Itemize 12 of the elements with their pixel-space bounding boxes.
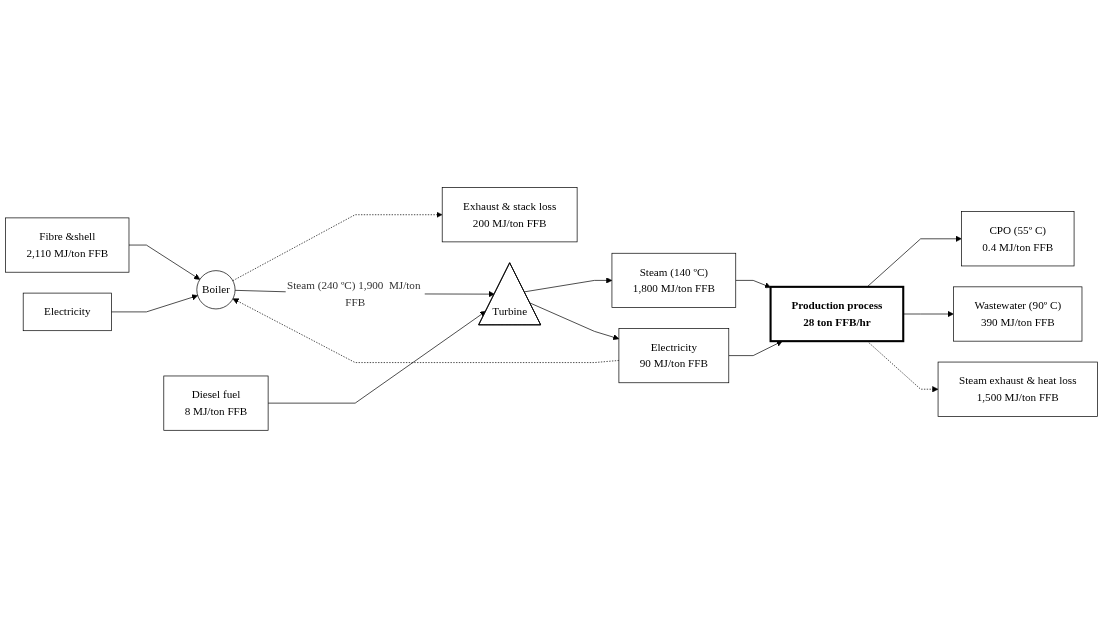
- node-box: Wastewater (90º C) 390 MJ/ton FFB: [953, 286, 1083, 342]
- node-box: Production process 28 ton FFB/hr: [769, 285, 905, 342]
- node-box: Electricity: [22, 292, 112, 331]
- node-box: Steam (140 ºC) 1,800 MJ/ton FFB: [611, 252, 737, 308]
- node-box: Diesel fuel 8 MJ/ton FFB: [163, 375, 269, 431]
- node-box: Exhaust & stack loss 200 MJ/ton FFB: [441, 186, 578, 242]
- node-box: Steam exhaust & heat loss 1,500 MJ/ton FFB: [937, 361, 1098, 417]
- node-circle: Boiler: [196, 269, 236, 309]
- node-box: CPO (55º C) 0.4 MJ/ton FFB: [961, 210, 1075, 266]
- node-box: Electricity 90 MJ/ton FFB: [618, 327, 730, 383]
- edge-label: Steam (240 ºC) 1,900 MJ/ton FFB: [287, 278, 421, 308]
- node-box: Fibre &shell 2,110 MJ/ton FFB: [5, 217, 130, 273]
